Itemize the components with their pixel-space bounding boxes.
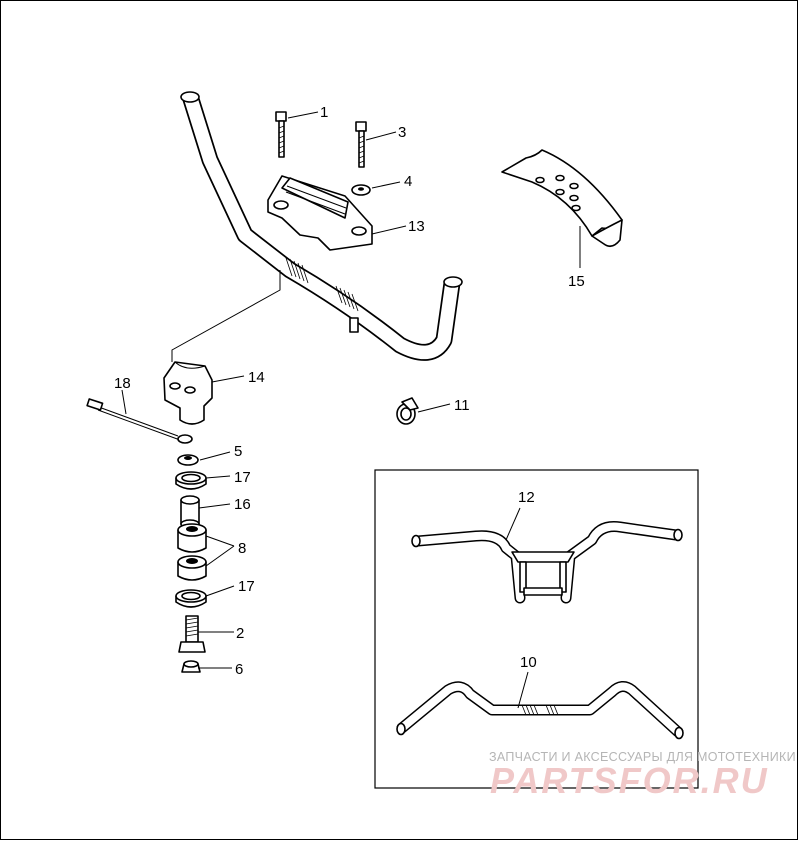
label-16: 16	[234, 496, 251, 513]
leader-lines	[121, 111, 581, 709]
label-11: 11	[454, 397, 470, 414]
label-17-upper: 17	[234, 469, 251, 486]
label-15: 15	[568, 273, 585, 290]
label-8: 8	[238, 540, 246, 557]
knurl-marks	[285, 257, 359, 312]
label-3: 3	[398, 124, 406, 141]
label-12: 12	[518, 489, 535, 506]
bushing-8-lower	[177, 555, 207, 581]
handlebar-main	[180, 91, 463, 361]
handlebar-10	[396, 681, 684, 740]
callout-labels: 1 3 4 13 15 14 18 11 5 17 16 8 17 2 6 12…	[114, 104, 585, 678]
washer-5	[177, 454, 199, 466]
cup-17-upper	[175, 471, 207, 490]
label-13: 13	[408, 218, 425, 235]
cup-17-lower	[175, 589, 207, 608]
riser-leader	[171, 270, 281, 362]
nut-6	[181, 660, 201, 673]
bar-end-left	[180, 91, 200, 103]
bushing-8-upper	[177, 523, 207, 553]
label-17-lower: 17	[238, 578, 255, 595]
label-18: 18	[114, 375, 131, 392]
riser	[163, 361, 213, 425]
inset-box	[374, 469, 699, 789]
label-6: 6	[235, 661, 243, 678]
cover-plate	[501, 149, 623, 248]
bolt-1	[275, 111, 287, 158]
bolt-3	[355, 121, 367, 168]
label-1: 1	[320, 104, 328, 121]
watermark-caption: ЗАПЧАСТИ И АКСЕССУАРЫ ДЛЯ МОТОТЕХНИКИ	[489, 750, 796, 764]
sleeve-16	[180, 495, 200, 529]
bolt-2	[178, 615, 206, 653]
label-14: 14	[248, 369, 265, 386]
washer-4	[351, 184, 371, 196]
label-10: 10	[520, 654, 537, 671]
ground-cable	[86, 398, 193, 444]
watermark-brand: PARTSFOR.RU	[490, 760, 769, 801]
handlebar-12	[411, 521, 683, 604]
clip-11	[396, 397, 419, 425]
label-4: 4	[404, 173, 412, 190]
top-clamp	[267, 175, 373, 251]
label-5: 5	[234, 443, 242, 460]
label-2: 2	[236, 625, 244, 642]
watermark: ЗАПЧАСТИ И АКСЕССУАРЫ ДЛЯ МОТОТЕХНИКИ PA…	[489, 750, 796, 801]
bar-stud	[349, 317, 359, 333]
bar-end-right	[443, 276, 463, 288]
